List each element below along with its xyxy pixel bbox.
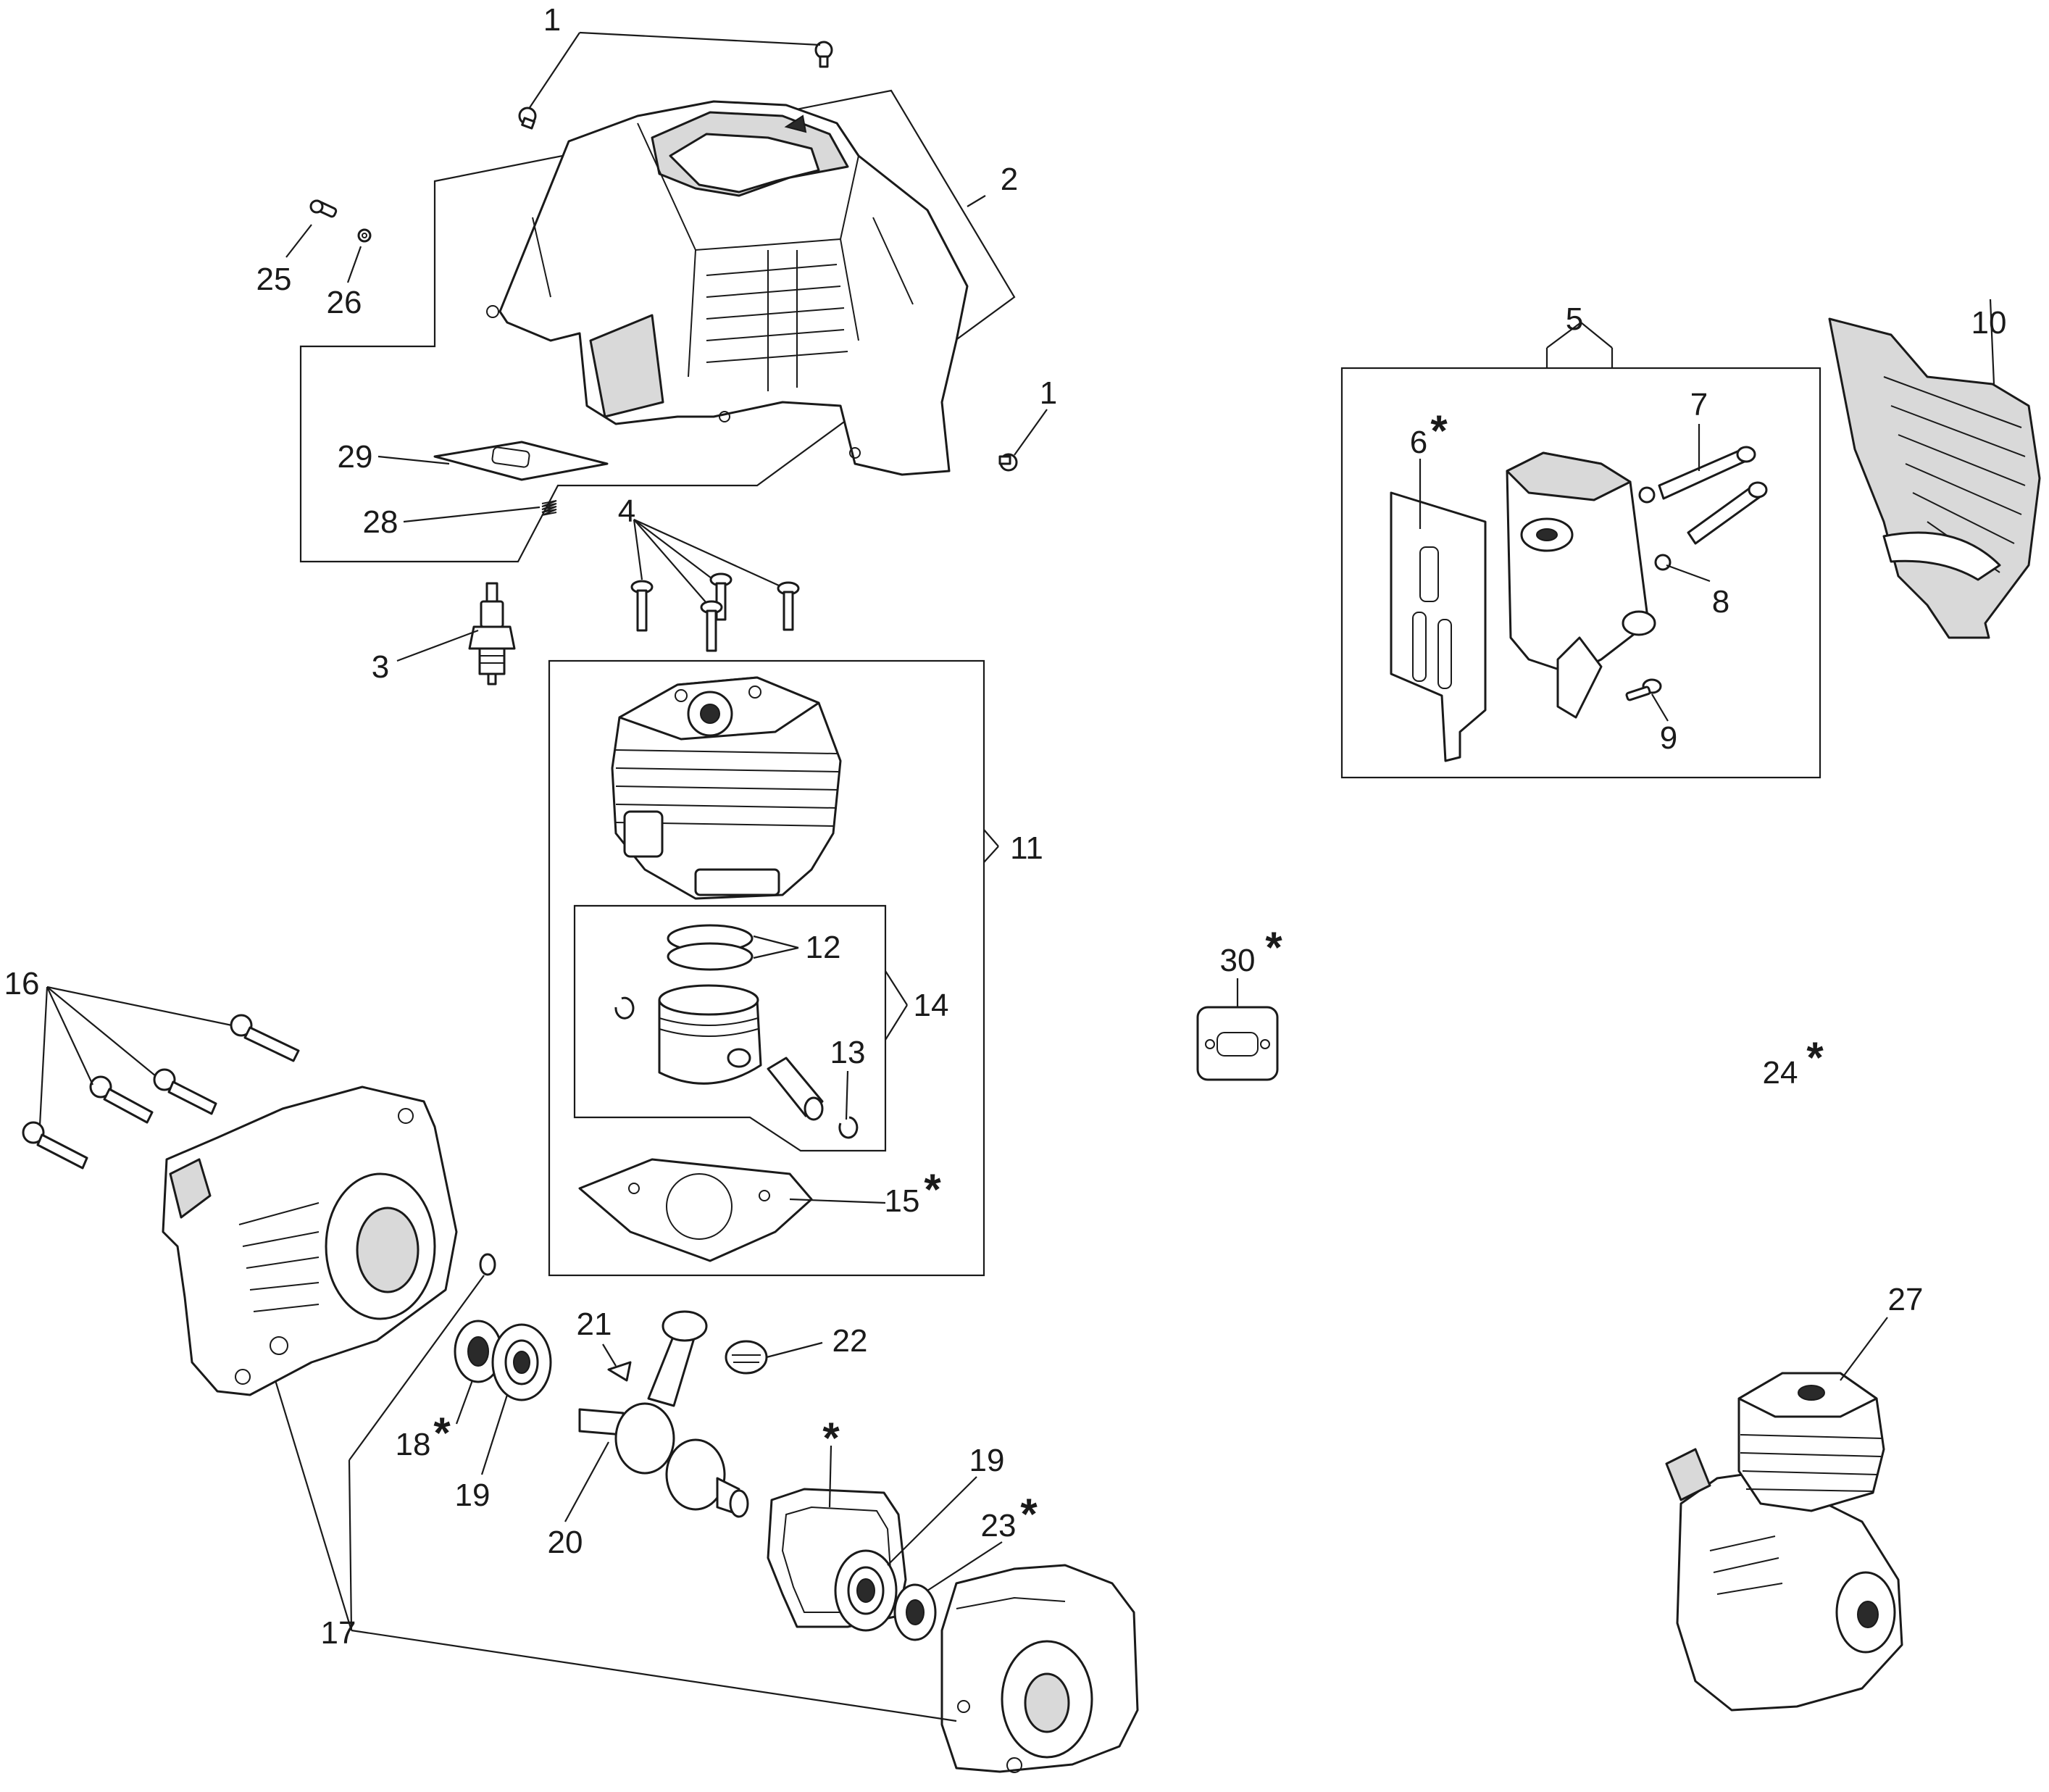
callout-8: 8 — [1712, 584, 1729, 620]
callout-12: 12 — [806, 930, 841, 965]
callout-14: 14 — [914, 988, 949, 1023]
spark-plug-part-3 — [468, 582, 516, 685]
bolt-part-25 — [309, 199, 338, 218]
callout-25: 25 — [256, 262, 292, 297]
callout-21: 21 — [577, 1307, 612, 1342]
callout-23: 23 — [981, 1508, 1017, 1543]
callout-15: 15 — [885, 1183, 920, 1219]
bearing-part-19-right — [834, 1549, 898, 1632]
washer-part-26 — [357, 228, 372, 243]
callout-30-asterisk: * — [1265, 923, 1282, 972]
callout-22: 22 — [832, 1323, 868, 1359]
bolts-part-7 — [1658, 446, 1768, 545]
callout-labels: 1 1 2 3 4 5 6 * 7 8 9 10 11 12 13 14 15 … — [4, 2, 2007, 1651]
callout-20: 20 — [548, 1525, 583, 1560]
seal-part-23 — [893, 1583, 937, 1641]
callout-29: 29 — [338, 439, 373, 475]
crankcase-half-part-17-right — [940, 1564, 1139, 1773]
callout-18: 18 — [396, 1427, 431, 1462]
group-outline-muffler — [1340, 367, 1821, 779]
callout-17: 17 — [321, 1615, 356, 1651]
callout-24-asterisk: * — [1806, 1033, 1824, 1082]
callout-27: 27 — [1888, 1282, 1924, 1317]
seal-part-18 — [454, 1320, 503, 1383]
crankcase-half-part-17-left — [162, 1085, 458, 1396]
callout-26: 26 — [327, 285, 362, 320]
callout-10: 10 — [1971, 305, 2007, 341]
needle-bearing-part-22 — [725, 1340, 768, 1375]
engine-cover-part — [486, 100, 969, 476]
dowel-pin-part — [479, 1253, 496, 1276]
base-gasket-part-15 — [578, 1158, 813, 1262]
circlip-part-13-right — [838, 1116, 859, 1139]
heat-shield-part-6 — [1390, 491, 1487, 762]
muffler-part-5 — [1506, 451, 1656, 719]
callout-16: 16 — [4, 966, 40, 1001]
callout-23-asterisk: * — [1020, 1490, 1038, 1538]
spring-part-28 — [541, 500, 557, 516]
callout-18-asterisk: * — [433, 1409, 451, 1457]
callout-19-left: 19 — [455, 1478, 491, 1513]
piston-part-14 — [658, 984, 762, 1085]
callout-6: 6 — [1410, 425, 1427, 460]
callout-7: 7 — [1690, 387, 1708, 422]
screw-part-1-right — [998, 453, 1018, 472]
screw-part-1-top — [518, 41, 833, 130]
callout-28: 28 — [363, 504, 398, 540]
callout-4: 4 — [618, 493, 635, 529]
bearing-part-19-left — [491, 1323, 552, 1401]
bolts-part-4 — [630, 572, 800, 652]
callout-3: 3 — [372, 649, 389, 685]
callout-1-right: 1 — [1040, 375, 1057, 411]
gasket-part-29 — [433, 441, 609, 481]
group-outline-piston — [573, 904, 887, 1152]
screw-part-9 — [1625, 678, 1662, 701]
group-outline-cylinder — [548, 659, 985, 1277]
piston-pin-part — [767, 1057, 824, 1121]
gasket-part-30 — [1196, 1006, 1279, 1081]
leader-lines — [38, 31, 1995, 1722]
cylinder-part-11 — [611, 676, 842, 900]
callout-19-right: 19 — [969, 1443, 1005, 1478]
circlip-part-13-left — [614, 996, 635, 1020]
callout-13: 13 — [830, 1035, 866, 1070]
callout-30: 30 — [1220, 943, 1256, 978]
woodruff-key-part-21 — [607, 1361, 632, 1382]
piston-rings-part-12 — [667, 924, 754, 971]
gasket-asterisk: * — [822, 1414, 840, 1462]
callout-6-asterisk: * — [1430, 407, 1448, 455]
washers-part-8 — [1638, 486, 1672, 571]
callout-9: 9 — [1660, 720, 1677, 756]
callout-2: 2 — [1001, 162, 1018, 197]
callout-11: 11 — [1010, 830, 1043, 866]
muffler-guard-part-10 — [1828, 317, 2041, 639]
callout-5: 5 — [1566, 301, 1583, 337]
engine-assembly-part-27 — [1665, 1372, 1903, 1712]
callout-24: 24 — [1763, 1055, 1798, 1091]
crankshaft-part-20 — [578, 1310, 749, 1518]
callout-1-top: 1 — [543, 2, 561, 38]
group-outline-cover — [299, 89, 1016, 563]
callout-15-asterisk: * — [924, 1165, 941, 1214]
